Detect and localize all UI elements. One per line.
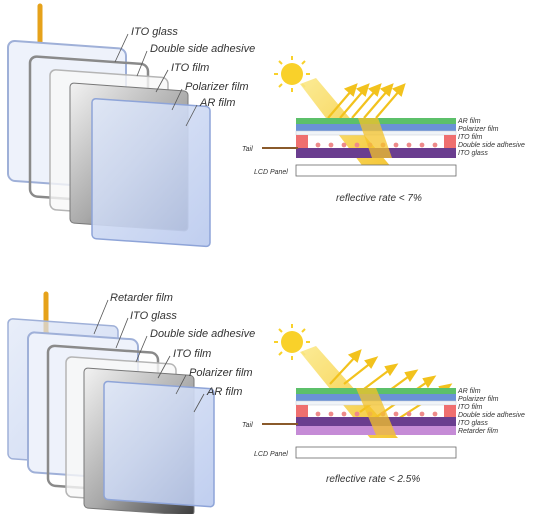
layer-ar-film	[103, 380, 215, 508]
incident-beam-through-stack	[358, 118, 392, 158]
sun-icon	[274, 324, 310, 360]
top-leader-lines	[114, 33, 198, 127]
top-stack-label-ar-film: AR film	[457, 118, 481, 125]
bottom-stack-label-ito-film: ITO film	[458, 404, 483, 411]
top-cross-section: Tail LCD Panel AR film Polarizer film IT…	[242, 56, 525, 204]
bottom-label-polarizer-film: Polarizer film	[189, 367, 253, 379]
bottom-stack-label-polarizer-film: Polarizer film	[458, 396, 499, 403]
bottom-stack-label-retarder-film: Retarder film	[458, 428, 498, 435]
bottom-label-double-side-adhesive: Double side adhesive	[150, 328, 255, 340]
top-label-ar-film: AR film	[199, 97, 235, 109]
top-label-polarizer-film: Polarizer film	[185, 81, 249, 93]
top-exploded-view: ITO glass Double side adhesive ITO film …	[7, 3, 255, 248]
bottom-exploded-view: Retarder film ITO glass Double side adhe…	[7, 291, 255, 514]
bottom-leader-lines	[93, 299, 205, 413]
bottom-cross-section: Tail LCD Panel AR film Polarizer film IT…	[242, 324, 525, 485]
bottom-label-retarder-film: Retarder film	[110, 292, 173, 304]
top-section: ITO glass Double side adhesive ITO film …	[7, 3, 525, 248]
top-label-double-side-adhesive: Double side adhesive	[150, 43, 255, 55]
lcd-panel	[295, 164, 457, 177]
bottom-label-ito-film: ITO film	[173, 348, 211, 360]
bottom-stack-label-ar-film: AR film	[457, 388, 481, 395]
stack-layer-double-side-adhesive	[296, 405, 456, 417]
bottom-reflective-rate-caption: reflective rate < 2.5%	[326, 474, 420, 485]
incident-beam-through-stack	[356, 388, 396, 435]
top-label-ito-glass: ITO glass	[131, 26, 178, 38]
top-label-ito-film: ITO film	[171, 62, 209, 74]
top-stack-label-ito-film: ITO film	[458, 134, 483, 141]
bottom-label-ar-film: AR film	[206, 386, 242, 398]
bottom-section: Retarder film ITO glass Double side adhe…	[7, 291, 525, 514]
reflected-light-arrows	[327, 83, 406, 119]
top-stack-label-double-side-adhesive: Double side adhesive	[458, 142, 525, 149]
top-reflective-rate-caption: reflective rate < 7%	[336, 193, 422, 204]
bottom-label-ito-glass: ITO glass	[130, 310, 177, 322]
bottom-lcd-label: LCD Panel	[254, 451, 288, 458]
top-stack-label-ito-glass: ITO glass	[458, 150, 488, 157]
bottom-stack-label-double-side-adhesive: Double side adhesive	[458, 412, 525, 419]
top-lcd-label: LCD Panel	[254, 169, 288, 176]
bottom-stack-label-ito-glass: ITO glass	[458, 420, 488, 427]
top-stack-label-polarizer-film: Polarizer film	[458, 126, 499, 133]
lcd-panel	[295, 446, 457, 459]
bottom-tail-label: Tail	[242, 422, 253, 429]
top-tail-label: Tail	[242, 146, 253, 153]
layer-ar-film	[91, 97, 211, 248]
stack-layer-double-side-adhesive	[296, 135, 456, 148]
